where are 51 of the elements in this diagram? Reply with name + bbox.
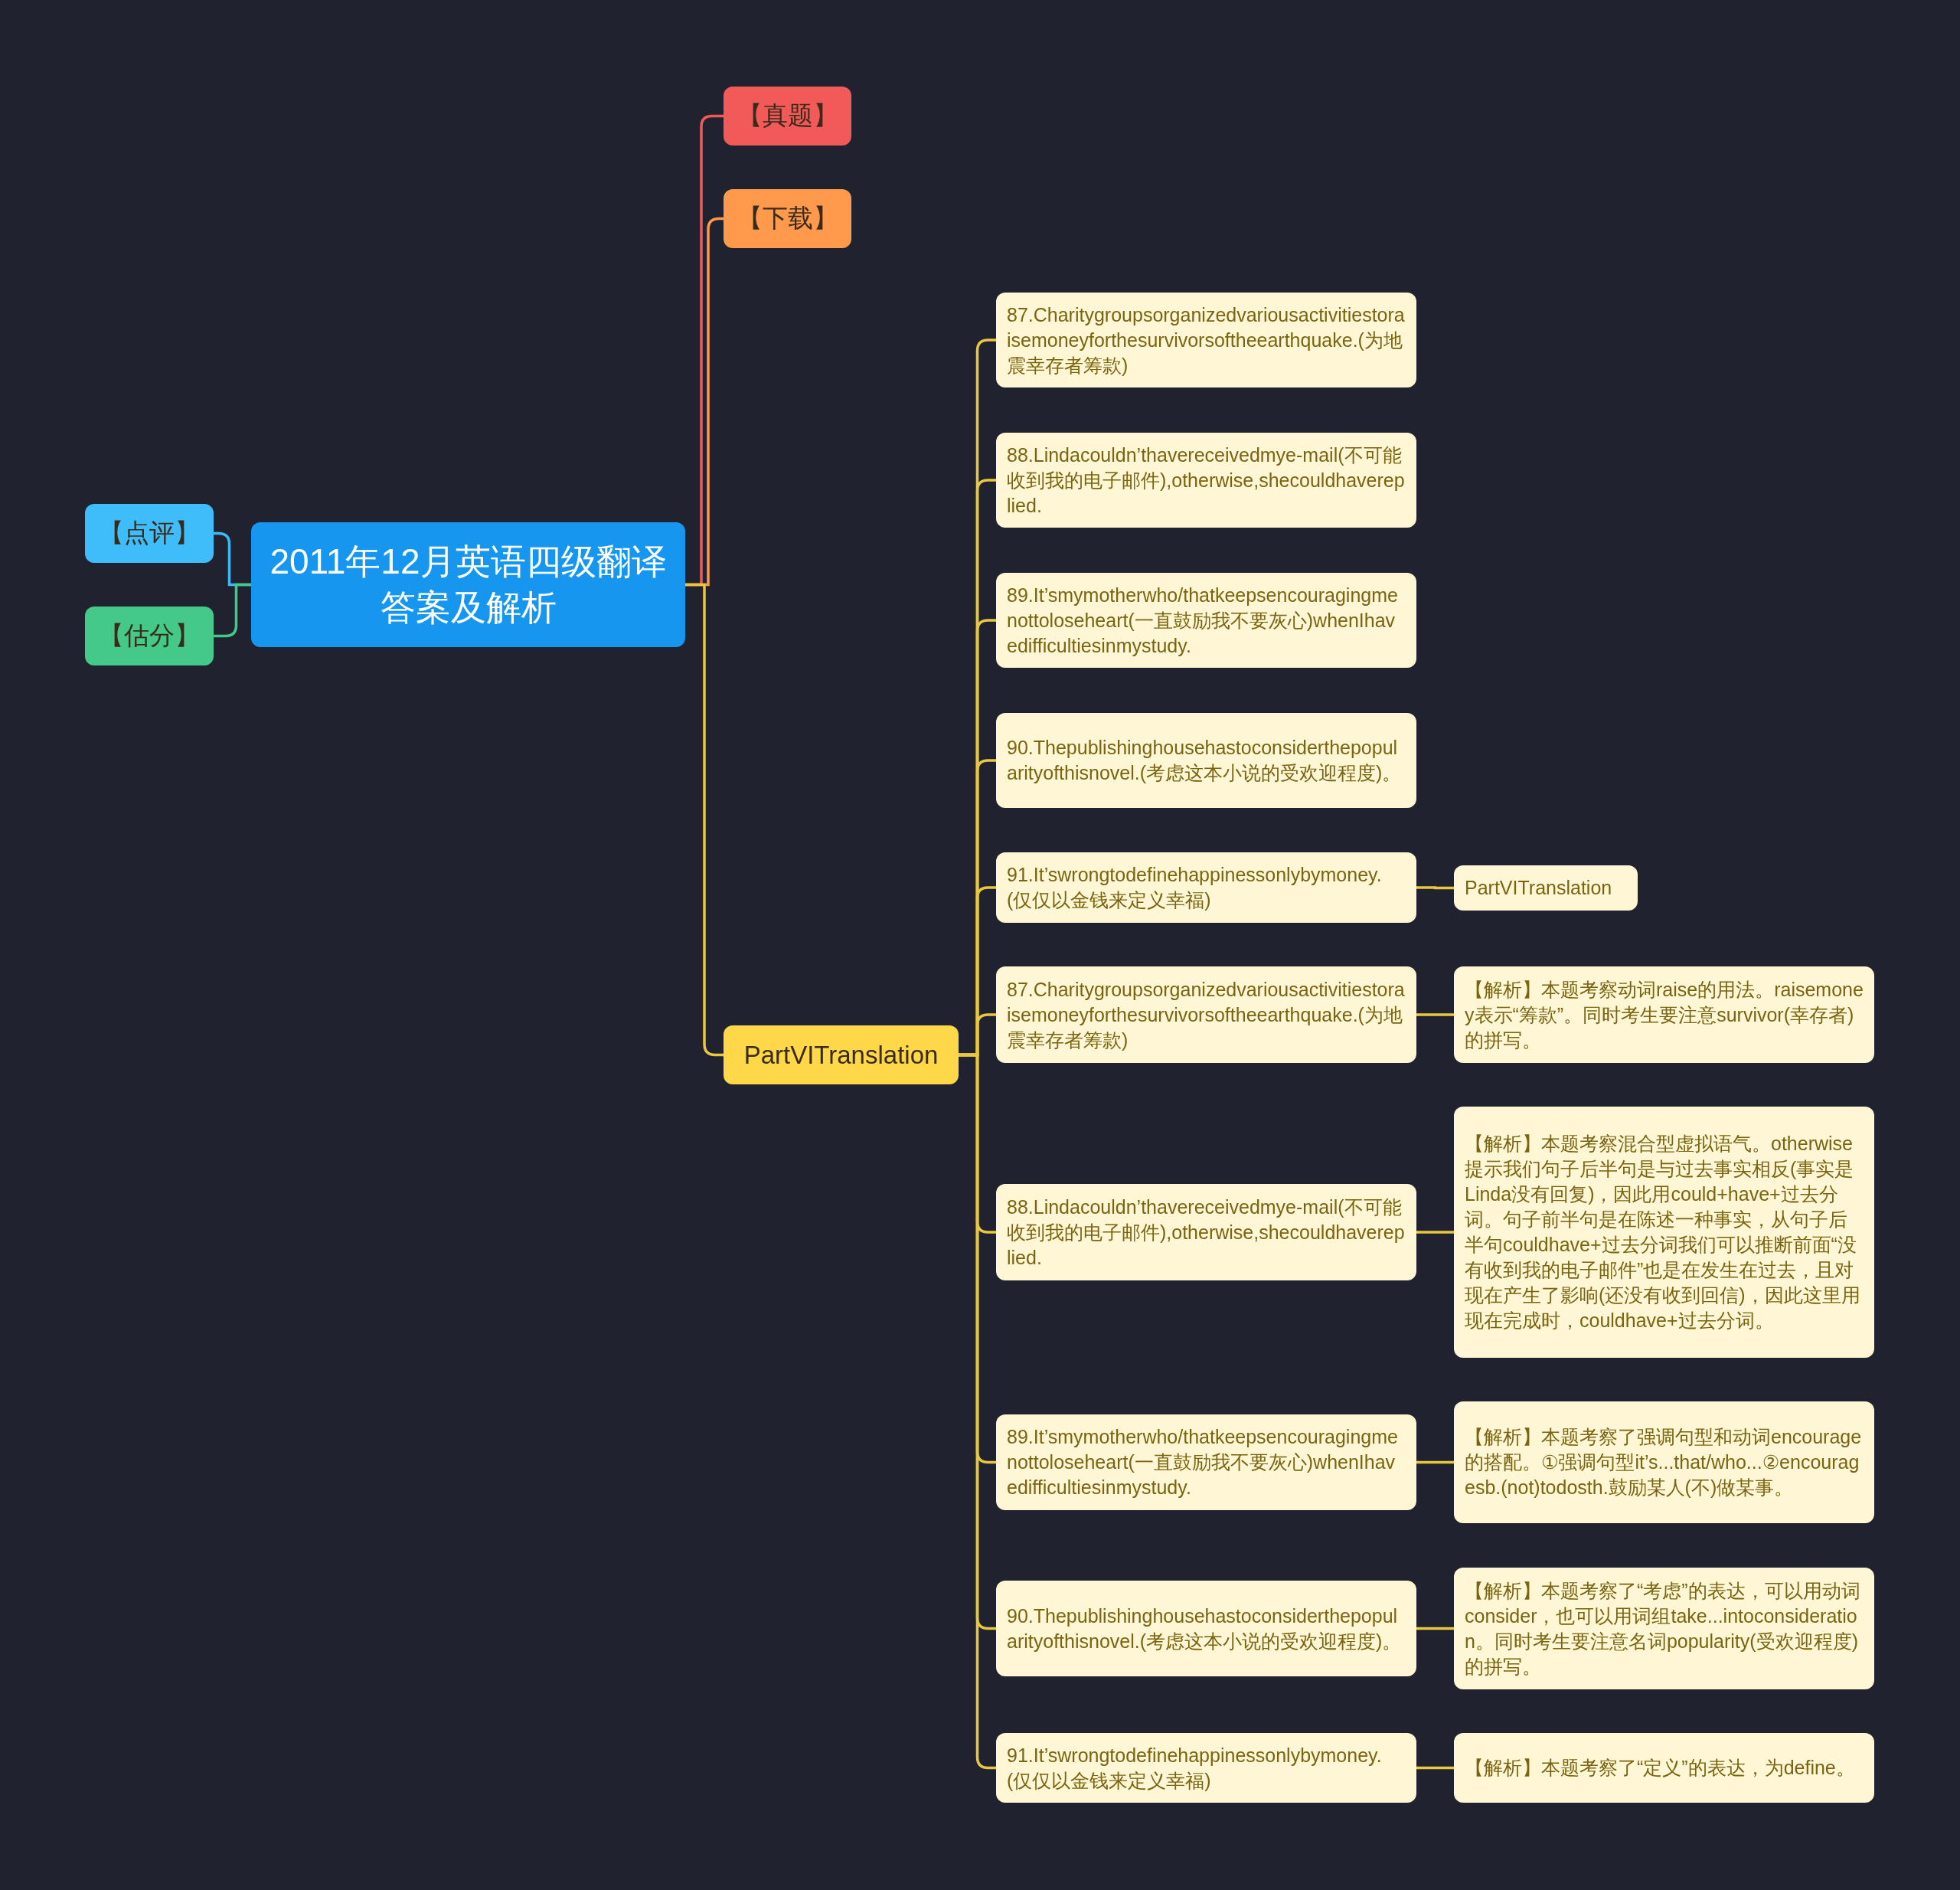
- subtopic-card: [1454, 966, 1874, 1063]
- node-text: 89.It’smymotherwho/thatkeepsencouragingmenottoloseheart(一直鼓励我不要灰心)whenIhavedifficultiesinmystudy.: [1007, 583, 1399, 658]
- subtopic-card: [996, 1414, 1416, 1510]
- node-text: PartVITranslation: [1465, 876, 1612, 900]
- subtopic-card: [996, 713, 1416, 808]
- topic-box: [85, 607, 214, 665]
- node-text: 87.Charitygroupsorganizedvariousactivitiestoraisemoneyforthesurvivorsoftheearthquake.(为地震幸存者筹款): [1007, 302, 1406, 378]
- node-text: 2011年12月英语四级翻译答案及解析: [269, 540, 668, 629]
- node-text: 90.Thepublishinghousehastoconsiderthepopularityofthisnovel.(考虑这本小说的受欢迎程度)。: [1007, 1604, 1403, 1653]
- node-text: 【解析】本题考察混合型虚拟语气。otherwise提示我们句子后半句是与过去事实相反(事实是Linda没有回复)，因此用could+have+过去分词。句子前半句是在陈述一种事实，从句子后半句couldhave+过去分词我们可以推断前面“没有收到我的电子邮件”也是在发生在过去，且对现在产生了影响(还没有收到回信)，因此这里用现在完成时，couldhave+过去分词。: [1465, 1132, 1861, 1332]
- node-text: 【解析】本题考察了强调句型和动词encourage的搭配。①强调句型it’s...that/who...②encouragesb.(not)todosth.鼓励某人(不)做某事。: [1465, 1425, 1863, 1499]
- node-text: 【解析】本题考察了“考虑”的表达，可以用动词consider，也可以用词组take...intoconsideration。同时考生要注意名词popularity(受欢迎程度)的拼写。: [1465, 1578, 1861, 1679]
- node-text: 【点评】: [99, 518, 200, 548]
- subtopic-card: [996, 573, 1416, 668]
- subtopic-card: [996, 1581, 1416, 1676]
- connector-line: [1416, 1013, 1454, 1016]
- subtopic-card: [1454, 1568, 1874, 1689]
- subtopic-card: [996, 1733, 1416, 1803]
- topic-box: [724, 1025, 959, 1084]
- connector-line: [1416, 1766, 1454, 1770]
- subtopic-card: [996, 852, 1416, 923]
- subtopic-card: [996, 966, 1416, 1063]
- subtopic-card: [1454, 865, 1638, 911]
- connector-line: [685, 583, 724, 1057]
- topic-box: [85, 504, 214, 563]
- node-text: 90.Thepublishinghousehastoconsiderthepopularityofthisnovel.(考虑这本小说的受欢迎程度)。: [1007, 736, 1403, 785]
- node-text: 88.Lindacouldn’thavereceivedmye-mail(不可能收到我的电子邮件),otherwise,shecouldhavereplied.: [1007, 443, 1406, 518]
- connector-line: [1416, 1231, 1454, 1234]
- node-text: 91.It’swrongtodefinehappinessonlybymoney.(仅仅以金钱来定义幸福): [1007, 1743, 1383, 1793]
- node-text: 88.Lindacouldn’thavereceivedmye-mail(不可能收到我的电子邮件),otherwise,shecouldhavereplied.: [1007, 1195, 1406, 1270]
- subtopic-card: [996, 433, 1416, 528]
- node-text: 【解析】本题考察动词raise的用法。raisemoney表示“筹款”。同时考生要注意survivor(幸存者)的拼写。: [1465, 977, 1864, 1052]
- node-text: 【真题】: [737, 100, 838, 131]
- connector-line: [1416, 886, 1454, 890]
- node-text: 【解析】本题考察了“定义”的表达，为define。: [1465, 1756, 1855, 1780]
- node-text: 89.It’smymotherwho/thatkeepsencouragingmenottoloseheart(一直鼓励我不要灰心)whenIhavedifficultiesinmystudy.: [1007, 1425, 1399, 1499]
- connector-line: [1416, 1627, 1454, 1630]
- node-text: 【下载】: [737, 203, 838, 234]
- node-text: 87.Charitygroupsorganizedvariousactivitiestoraisemoneyforthesurvivorsoftheearthquake.(为地震幸存者筹款): [1007, 977, 1406, 1052]
- subtopic-card: [996, 293, 1416, 387]
- node-text: 【估分】: [99, 620, 200, 651]
- central-topic-box: [251, 522, 685, 647]
- node-text: 91.It’swrongtodefinehappinessonlybymoney.(仅仅以金钱来定义幸福): [1007, 863, 1383, 912]
- subtopic-card: [1454, 1401, 1874, 1523]
- subtopic-card: [996, 1184, 1416, 1280]
- node-text: PartVITranslation: [743, 1040, 939, 1070]
- subtopic-card: [1454, 1107, 1874, 1358]
- subtopic-card: [1454, 1733, 1874, 1803]
- connector-line: [1416, 1460, 1454, 1464]
- topic-box: [724, 87, 851, 146]
- topic-box: [724, 189, 851, 248]
